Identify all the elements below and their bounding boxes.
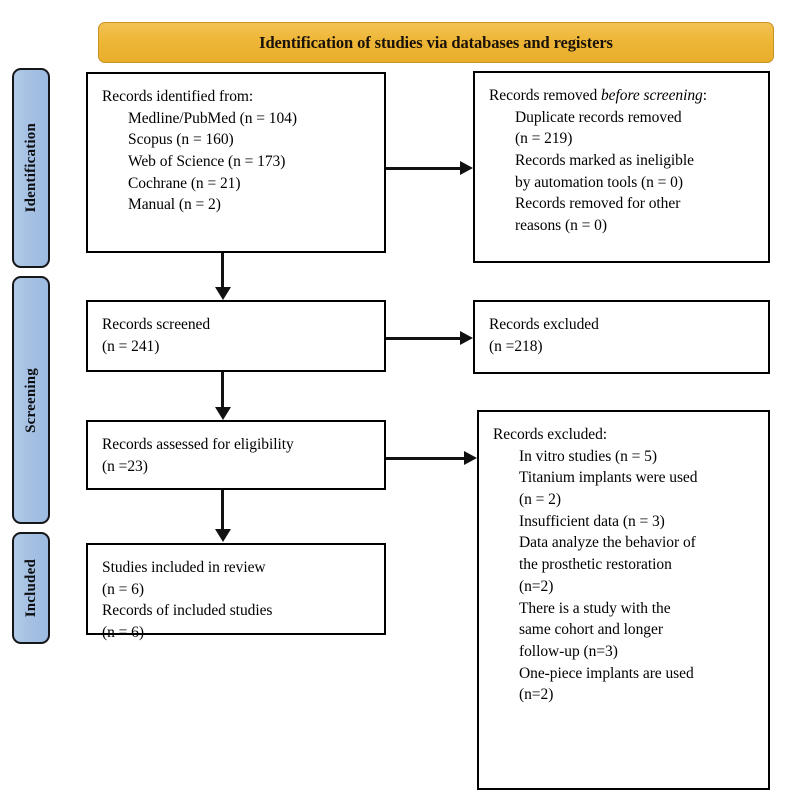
exclusion-reason: (n = 2) (519, 491, 561, 509)
arrow-head-right-icon (460, 161, 473, 175)
arrow-shaft (386, 167, 460, 170)
exclusion-reason: There is a study with the (519, 599, 671, 617)
removed-line: (n = 219) (515, 130, 573, 148)
box-records-assessed-eligibility: Records assessed for eligibility (n =23) (86, 420, 386, 490)
arrow-shaft (221, 253, 224, 287)
removed-line: Duplicate records removed (515, 108, 682, 126)
box-records-screened: Records screened (n = 241) (86, 300, 386, 372)
diagram-title: Identification of studies via databases … (259, 32, 613, 52)
box-count: (n = 6) (102, 624, 144, 642)
stage-label-text: Screening (22, 367, 39, 433)
exclusion-reason: Insufficient data (n = 3) (519, 512, 665, 530)
diagram-header-banner: Identification of studies via databases … (98, 22, 774, 63)
source-line: Manual (n = 2) (128, 196, 221, 214)
box-heading-emphasis: before screening (600, 87, 703, 104)
exclusion-reason: Titanium implants were used (519, 469, 698, 487)
source-line: Medline/PubMed (n = 104) (128, 109, 297, 127)
box-heading-suffix: : (702, 87, 708, 104)
box-heading: Records excluded: (493, 426, 608, 443)
exclusion-reason: follow-up (n=3) (519, 642, 618, 660)
removed-line: reasons (n = 0) (515, 217, 607, 235)
exclusion-reason: One-piece implants are used (519, 664, 694, 682)
box-records-removed-before-screening: Records removed before screening: Duplic… (473, 71, 770, 263)
removed-line: Records marked as ineligible (515, 152, 694, 170)
stage-label-identification: Identification (12, 68, 50, 268)
exclusion-reason: (n=2) (519, 577, 554, 595)
box-line: Records screened (102, 316, 211, 333)
arrow-shaft (386, 337, 460, 340)
source-line: Web of Science (n = 173) (128, 153, 286, 171)
stage-label-text: Identification (22, 123, 39, 213)
stage-label-screening: Screening (12, 276, 50, 524)
box-line: Records assessed for eligibility (102, 436, 294, 453)
exclusion-reason: In vitro studies (n = 5) (519, 447, 657, 465)
removed-line: Records removed for other (515, 195, 681, 213)
stage-label-included: Included (12, 532, 50, 644)
box-count: (n =23) (102, 457, 148, 475)
box-records-excluded-eligibility: Records excluded: In vitro studies (n = … (477, 410, 770, 790)
arrow-head-down-icon (214, 529, 231, 542)
arrow-head-right-icon (464, 451, 477, 465)
exclusion-reason: Data analyze the behavior of (519, 534, 696, 552)
source-line: Scopus (n = 160) (128, 131, 234, 149)
source-line: Cochrane (n = 21) (128, 174, 241, 192)
arrow-head-down-icon (214, 407, 231, 420)
arrow-shaft (221, 372, 224, 407)
box-count: (n = 241) (102, 337, 160, 355)
box-records-identified: Records identified from: Medline/PubMed … (86, 72, 386, 253)
exclusion-reason: same cohort and longer (519, 621, 663, 639)
exclusion-reason: (n=2) (519, 686, 554, 704)
box-heading: Records removed before screening: (489, 85, 758, 107)
removed-line: by automation tools (n = 0) (515, 173, 683, 191)
arrow-shaft (386, 457, 464, 460)
box-records-excluded-screening: Records excluded (n =218) (473, 300, 770, 374)
box-line: Records of included studies (102, 602, 273, 620)
arrow-head-right-icon (460, 331, 473, 345)
arrow-head-down-icon (214, 287, 231, 300)
box-studies-included: Studies included in review (n = 6) Recor… (86, 543, 386, 641)
exclusion-reason: the prosthetic restoration (519, 556, 672, 574)
stage-label-text: Included (22, 558, 39, 618)
box-line: Records excluded (489, 316, 599, 333)
box-count: (n = 6) (102, 580, 144, 598)
box-count: (n =218) (489, 337, 543, 355)
arrow-shaft (221, 490, 224, 529)
box-heading: Records identified from: (102, 88, 254, 105)
box-heading-prefix: Records removed (489, 87, 601, 104)
box-line: Studies included in review (102, 559, 266, 576)
